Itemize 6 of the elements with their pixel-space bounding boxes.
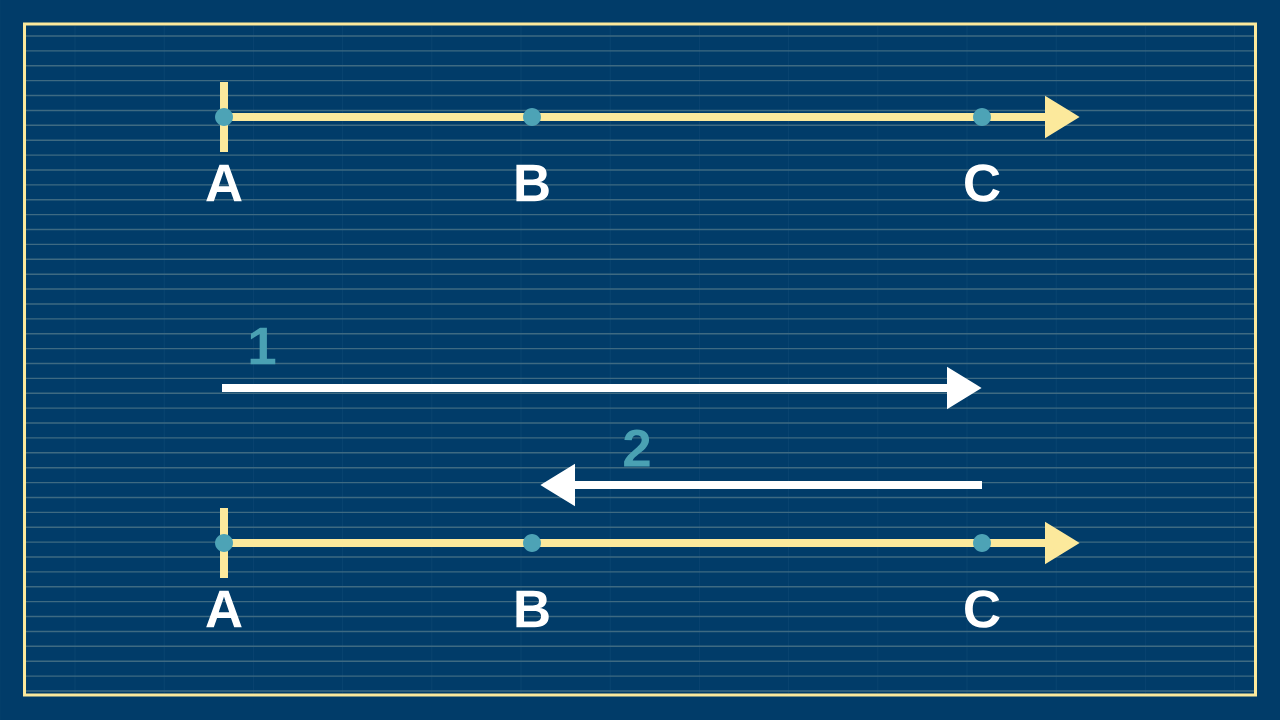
point-label: A (206, 590, 242, 628)
point-label: C (965, 590, 1000, 628)
point-label: B (516, 164, 549, 202)
point-label: B (516, 590, 549, 628)
point-label: C (965, 164, 1000, 202)
point-label: A (206, 164, 242, 202)
